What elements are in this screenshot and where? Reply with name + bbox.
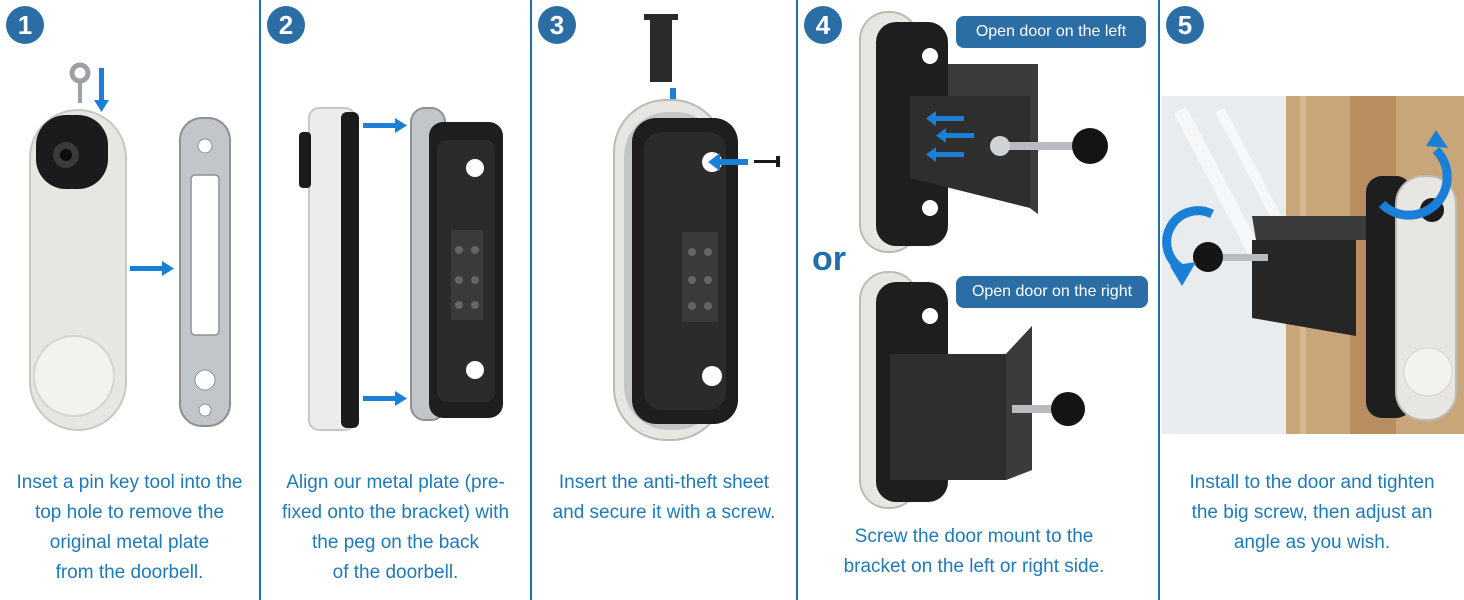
open-left-label: Open door on the left	[956, 16, 1146, 48]
caption-line: the peg on the back	[312, 532, 479, 553]
step-3-caption: Insert the anti-theft sheet and secure i…	[532, 468, 796, 528]
step-3-badge: 3	[538, 6, 576, 44]
door-mount-left-icon	[910, 64, 1038, 214]
step-4-caption: Screw the door mount to the bracket on t…	[798, 522, 1150, 582]
caption-line: Align our metal plate (pre-	[286, 472, 505, 493]
step-3-panel: 3 Insert the anti-theft sheet and secure…	[532, 0, 796, 600]
doorbell-button-icon	[33, 335, 115, 417]
panel-divider-4	[1158, 0, 1160, 600]
step-3-illustration	[613, 14, 780, 441]
screw-icon	[754, 160, 778, 163]
pin-key-icon	[69, 62, 91, 84]
knob-icon	[1193, 242, 1223, 272]
caption-line: of the doorbell.	[332, 562, 459, 583]
step-4-badge: 4	[804, 6, 842, 44]
caption-line: Inset a pin key tool into the	[16, 472, 243, 493]
panel-divider-1	[259, 0, 261, 600]
caption-line: original metal plate	[49, 532, 210, 553]
left-arrow-icon	[944, 133, 974, 138]
caption-line: and secure it with a screw.	[552, 502, 776, 523]
step-2-badge: 2	[267, 6, 305, 44]
caption-line: bracket on the left or right side.	[843, 556, 1105, 577]
caption-line: top hole to remove the	[34, 502, 225, 523]
step-5-badge: 5	[1166, 6, 1204, 44]
big-screw-icon	[1000, 142, 1080, 150]
step-5-panel: 5 Install to the door and tighten the bi…	[1160, 0, 1464, 600]
step-1-panel: 1 Inset a pin key tool into the top hole…	[0, 0, 259, 600]
open-right-label: Open door on the right	[956, 276, 1148, 308]
right-arrow-icon	[363, 123, 397, 128]
rotate-arrow-icon	[1378, 146, 1452, 220]
left-arrow-icon	[934, 152, 964, 157]
caption-line: Screw the door mount to the	[854, 526, 1094, 547]
left-arrow-icon	[718, 159, 748, 165]
caption-line: Install to the door and tighten	[1189, 472, 1435, 493]
big-screw-icon	[1208, 254, 1268, 261]
caption-line: from the doorbell.	[55, 562, 204, 583]
down-arrow-icon	[99, 68, 104, 100]
knob-icon	[1051, 392, 1085, 426]
panel-divider-3	[796, 0, 798, 600]
or-label: or	[812, 240, 846, 278]
step-2-panel: 2 Align our metal plate (pre- fixed onto…	[261, 0, 530, 600]
left-arrow-icon	[934, 116, 964, 121]
step-1-badge: 1	[6, 6, 44, 44]
step-2-caption: Align our metal plate (pre- fixed onto t…	[261, 468, 530, 588]
big-screw-icon	[1012, 405, 1066, 413]
caption-line: angle as you wish.	[1233, 532, 1391, 553]
panel-divider-2	[530, 0, 532, 600]
knob-icon	[1072, 128, 1108, 164]
step-1-caption: Inset a pin key tool into the top hole t…	[0, 468, 259, 588]
right-arrow-icon	[130, 266, 164, 271]
door-mount-right-icon	[890, 326, 1032, 480]
door-mount-icon	[1252, 216, 1366, 240]
step-5-illustration	[1162, 96, 1464, 434]
step-1-illustration	[29, 62, 231, 431]
right-arrow-icon	[363, 396, 397, 401]
anti-theft-sheet-icon	[644, 14, 678, 82]
caption-line: the big screw, then adjust an	[1191, 502, 1433, 523]
step-5-caption: Install to the door and tighten the big …	[1160, 468, 1464, 558]
step-4-panel: 4 Open door on the left Open door on the…	[798, 0, 1158, 600]
caption-line: fixed onto the bracket) with	[281, 502, 510, 523]
rotate-arrow-icon	[1162, 206, 1215, 275]
step-4-illustration	[859, 11, 1108, 509]
caption-line: Insert the anti-theft sheet	[558, 472, 770, 493]
step-2-illustration	[299, 107, 503, 431]
